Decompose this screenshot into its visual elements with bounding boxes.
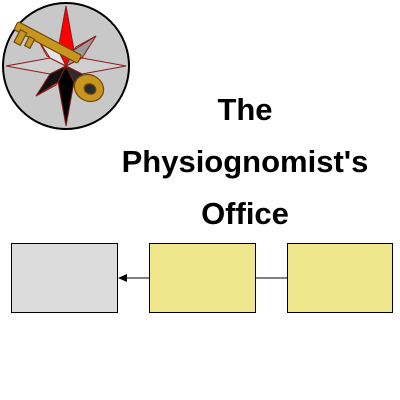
key-compass-rose-icon	[2, 2, 130, 130]
title-line-1: The	[217, 92, 273, 127]
title-line-3: Office	[201, 196, 289, 231]
title-line-2: Physiognomist's	[121, 144, 369, 179]
diagram-box-right[interactable]	[287, 243, 393, 313]
diagram-box-middle[interactable]	[149, 243, 256, 313]
arrowhead-icon	[118, 274, 127, 282]
key-icon	[13, 21, 105, 103]
page-title: The Physiognomist's Office	[100, 84, 390, 240]
diagram-box-left[interactable]	[11, 243, 118, 313]
